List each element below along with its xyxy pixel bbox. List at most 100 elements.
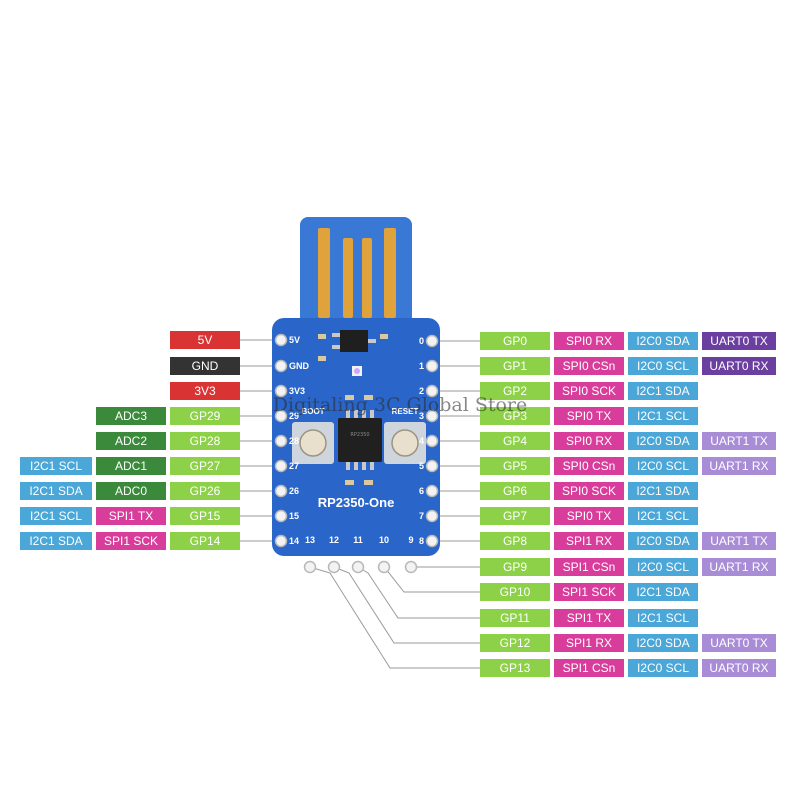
- pin-pad: [404, 560, 418, 574]
- pin-label: SPI1 RX: [554, 532, 624, 550]
- pin-pad: [274, 333, 288, 347]
- smd-component: [318, 334, 326, 339]
- pad-number: 7: [419, 511, 424, 521]
- pin-label: UART0 RX: [702, 659, 776, 677]
- pin-pad: [274, 484, 288, 498]
- chip-pin: [370, 410, 374, 418]
- pin-wire: [309, 566, 480, 669]
- smd-component: [364, 480, 373, 485]
- chip-pin: [362, 462, 366, 470]
- pin-label: I2C0 SCL: [628, 357, 698, 375]
- pin-pad: [425, 359, 439, 373]
- pin-label: UART1 RX: [702, 558, 776, 576]
- chip-pin: [354, 410, 358, 418]
- usb-contact: [318, 228, 330, 318]
- pin-label: GP5: [480, 457, 550, 475]
- pad-number: 8: [419, 536, 424, 546]
- pin-label: SPI1 TX: [554, 609, 624, 627]
- pin-pad: [425, 484, 439, 498]
- chip-pin: [346, 410, 350, 418]
- boot-button: [299, 429, 327, 457]
- pad-number: 3V3: [289, 386, 305, 396]
- pin-pad: [425, 334, 439, 348]
- pin-label: I2C0 SDA: [628, 332, 698, 350]
- pin-label: GP15: [170, 507, 240, 525]
- pin-pad: [327, 560, 341, 574]
- regulator-pin: [332, 345, 340, 349]
- pin-label: I2C0 SCL: [628, 659, 698, 677]
- reset-label: RESET: [392, 407, 419, 416]
- pin-label: SPI0 SCK: [554, 382, 624, 400]
- pin-pad: [274, 459, 288, 473]
- board-title: RP2350-One: [317, 495, 395, 510]
- pin-label: SPI1 SCK: [554, 583, 624, 601]
- pin-pad: [274, 359, 288, 373]
- pad-number: 10: [379, 535, 389, 545]
- regulator-pin: [368, 339, 376, 343]
- pin-label: UART1 TX: [702, 432, 776, 450]
- pin-label: I2C1 SCL: [628, 609, 698, 627]
- pad-number: 27: [289, 461, 299, 471]
- pin-label: I2C1 SCL: [20, 457, 92, 475]
- usb-contact: [343, 238, 353, 318]
- pin-pad: [274, 509, 288, 523]
- reset-button: [391, 429, 419, 457]
- pin-label: UART1 TX: [702, 532, 776, 550]
- pin-label: GP27: [170, 457, 240, 475]
- chip-marking: RP2350: [350, 432, 369, 438]
- pin-label: GP2: [480, 382, 550, 400]
- voltage-regulator: [340, 330, 368, 352]
- pin-label: 3V3: [170, 382, 240, 400]
- pin-pad: [377, 560, 391, 574]
- pin-label: GND: [170, 357, 240, 375]
- chip-pin: [346, 462, 350, 470]
- pin-label: SPI1 TX: [96, 507, 166, 525]
- pin-label: I2C0 SCL: [628, 457, 698, 475]
- pad-number: 13: [305, 535, 315, 545]
- pin-label: SPI0 CSn: [554, 457, 624, 475]
- pin-label: GP29: [170, 407, 240, 425]
- pin-label: GP6: [480, 482, 550, 500]
- pin-label: GP13: [480, 659, 550, 677]
- pad-number: 2: [419, 386, 424, 396]
- pad-number: 3: [419, 411, 424, 421]
- pin-label: SPI0 CSn: [554, 357, 624, 375]
- pin-label: I2C1 SDA: [628, 482, 698, 500]
- pin-pad: [425, 434, 439, 448]
- pin-label: GP7: [480, 507, 550, 525]
- pin-pad: [425, 384, 439, 398]
- pin-pad: [274, 534, 288, 548]
- pin-label: GP8: [480, 532, 550, 550]
- pin-pad: [274, 434, 288, 448]
- usb-contact: [362, 238, 372, 318]
- pin-label: I2C0 SDA: [628, 634, 698, 652]
- pin-pad: [274, 384, 288, 398]
- pin-label: I2C1 SDA: [628, 382, 698, 400]
- pad-number: 29: [289, 411, 299, 421]
- usb-contact: [384, 228, 396, 318]
- store-watermark: Digitaling 3C Global Store: [272, 394, 528, 416]
- pin-pad: [351, 560, 365, 574]
- chip-pin: [362, 410, 366, 418]
- pin-label: UART0 TX: [702, 634, 776, 652]
- smd-component: [380, 334, 388, 339]
- pin-label: I2C0 SDA: [628, 432, 698, 450]
- rgb-led-lens: [354, 368, 360, 374]
- pin-pad: [274, 409, 288, 423]
- pin-label: UART0 RX: [702, 357, 776, 375]
- pad-number: 28: [289, 436, 299, 446]
- pin-label: GP3: [480, 407, 550, 425]
- pin-label: SPI1 SCK: [96, 532, 166, 550]
- pin-pad: [425, 459, 439, 473]
- boot-label: BOOT: [301, 407, 324, 416]
- pin-pad: [425, 409, 439, 423]
- pin-label: GP10: [480, 583, 550, 601]
- pin-label: GP28: [170, 432, 240, 450]
- pad-number: 1: [419, 361, 424, 371]
- pin-pad: [425, 509, 439, 523]
- pin-label: ADC1: [96, 457, 166, 475]
- chip-pin: [370, 462, 374, 470]
- pad-number: 6: [419, 486, 424, 496]
